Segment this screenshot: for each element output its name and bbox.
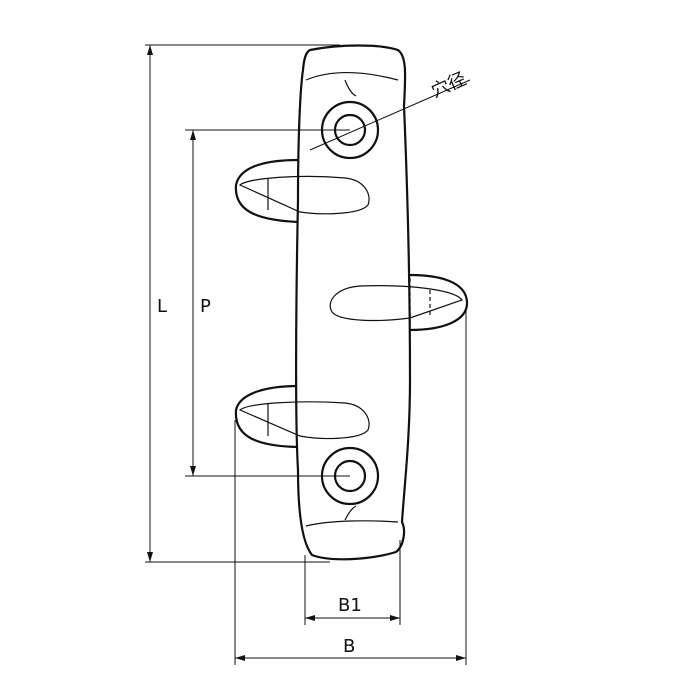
part-outline: [234, 44, 469, 561]
dimension-lines: [145, 44, 471, 665]
pitch-label: P: [200, 296, 211, 317]
width-label: B: [343, 636, 355, 657]
inner-width-label: B1: [338, 595, 362, 616]
hole-diameter-label: 穴径: [428, 68, 469, 102]
length-label: L: [157, 296, 167, 317]
